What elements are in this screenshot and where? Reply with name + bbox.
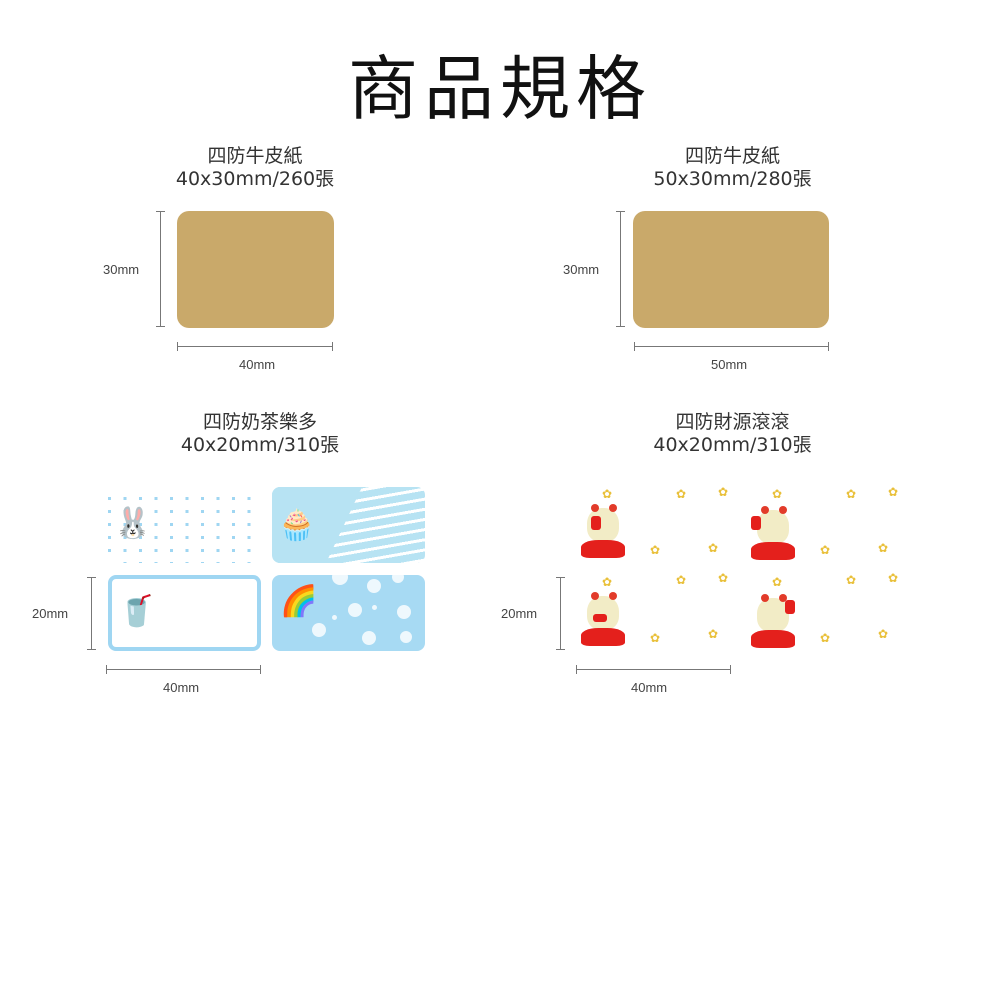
- sticker-wave-cupcake: 🧁: [272, 487, 425, 563]
- sticker-lucky-cat-4: ✿✿ ✿✿ ✿: [748, 570, 903, 650]
- width-label: 40mm: [631, 680, 668, 695]
- kraft-sticker-sample: [177, 211, 334, 328]
- bubble-tea-icon: 🥤: [118, 594, 156, 629]
- sticker-grid-rabbit: 🐰: [108, 487, 261, 563]
- product-name: 四防財源滾滾: [675, 411, 790, 433]
- height-label: 20mm: [32, 606, 69, 621]
- width-dimension-line: [634, 342, 829, 351]
- height-dimension-line: [556, 577, 565, 650]
- sticker-milk-tea: 🥤: [108, 575, 261, 651]
- lucky-cat-icon: [581, 502, 625, 558]
- product-name: 四防牛皮紙: [207, 145, 303, 167]
- lucky-cat-icon: [581, 590, 625, 646]
- width-label: 40mm: [163, 680, 200, 695]
- lucky-cat-icon: [751, 504, 795, 560]
- kraft-sticker-sample: [633, 211, 829, 328]
- rabbit-icon: 🐰: [114, 506, 152, 541]
- width-dimension-line: [106, 665, 261, 674]
- height-label: 30mm: [103, 262, 140, 277]
- product-spec: 50x30mm/280張: [653, 168, 812, 190]
- width-label: 50mm: [711, 357, 748, 372]
- product-spec: 40x30mm/260張: [175, 168, 335, 190]
- cupcake-icon: 🧁: [278, 508, 316, 543]
- product-spec: 40x20mm/310張: [180, 434, 340, 456]
- height-label: 30mm: [563, 262, 600, 277]
- width-dimension-line: [576, 665, 731, 674]
- width-dimension-line: [177, 342, 333, 351]
- product-name: 四防牛皮紙: [684, 145, 780, 167]
- lucky-cat-icon: [751, 592, 795, 648]
- width-label: 40mm: [239, 357, 276, 372]
- height-dimension-line: [87, 577, 96, 650]
- sticker-lucky-cat-1: ✿✿ ✿✿ ✿: [578, 484, 733, 564]
- sticker-lucky-cat-2: ✿✿ ✿✿ ✿: [748, 484, 903, 564]
- product-spec: 40x20mm/310張: [653, 434, 812, 456]
- page-title: 商品規格: [348, 48, 652, 130]
- height-dimension-line: [156, 211, 165, 327]
- sticker-bubbles-rainbow: 🌈: [272, 575, 425, 651]
- height-dimension-line: [616, 211, 625, 327]
- height-label: 20mm: [501, 606, 538, 621]
- product-name: 四防奶茶樂多: [202, 411, 317, 433]
- rainbow-icon: 🌈: [280, 584, 318, 619]
- sticker-lucky-cat-3: ✿✿ ✿✿ ✿: [578, 570, 733, 650]
